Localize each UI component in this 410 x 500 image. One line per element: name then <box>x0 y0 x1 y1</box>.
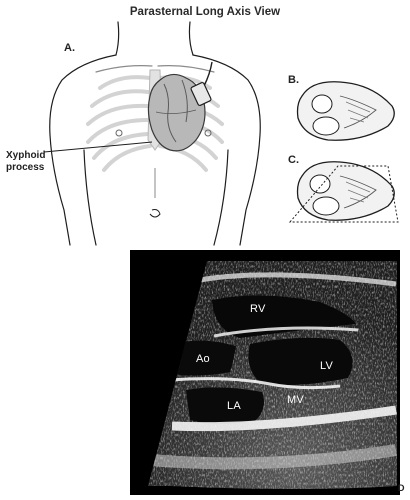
left-shoulder-outline <box>49 54 117 246</box>
clavicle-left <box>95 65 153 73</box>
left-torso-side <box>83 149 97 246</box>
neck-outline <box>115 21 194 56</box>
right-nipple <box>204 129 212 137</box>
left-nipple <box>115 129 123 137</box>
echo-label-lv: LV <box>320 360 334 372</box>
xyphoid-label-line2: process <box>6 162 45 173</box>
figure-title: Parasternal Long Axis View <box>129 6 281 18</box>
right-torso-side <box>213 149 229 246</box>
heart-drawing <box>147 73 206 152</box>
xyphoid-label-line1: Xyphoid <box>6 150 46 161</box>
la-cavity <box>186 387 264 424</box>
echo-tissue <box>148 261 397 489</box>
echo-label-mv: MV <box>287 394 304 406</box>
clavicle-right <box>157 65 215 73</box>
xyphoid-pointer-line <box>43 141 153 153</box>
panel-c-label: C. <box>288 154 299 166</box>
scan-plane-outline <box>288 165 399 223</box>
panel-b-label: B. <box>288 74 299 86</box>
echo-label-rv: RV <box>250 303 266 315</box>
panel-a-label: A. <box>64 42 75 54</box>
echo-label-la: LA <box>227 400 241 412</box>
panel-d-label: D <box>398 483 405 493</box>
torso-drawing <box>49 21 261 246</box>
ao-cavity <box>172 340 236 376</box>
right-shoulder-outline <box>192 54 261 246</box>
ultrasound-probe <box>190 61 213 106</box>
panel-c-heart-section <box>288 161 399 223</box>
abdomen-lines <box>149 168 161 218</box>
lv-cavity <box>248 337 353 386</box>
panel-b-heart-section <box>296 81 395 141</box>
echo-label-ao: Ao <box>196 353 210 365</box>
